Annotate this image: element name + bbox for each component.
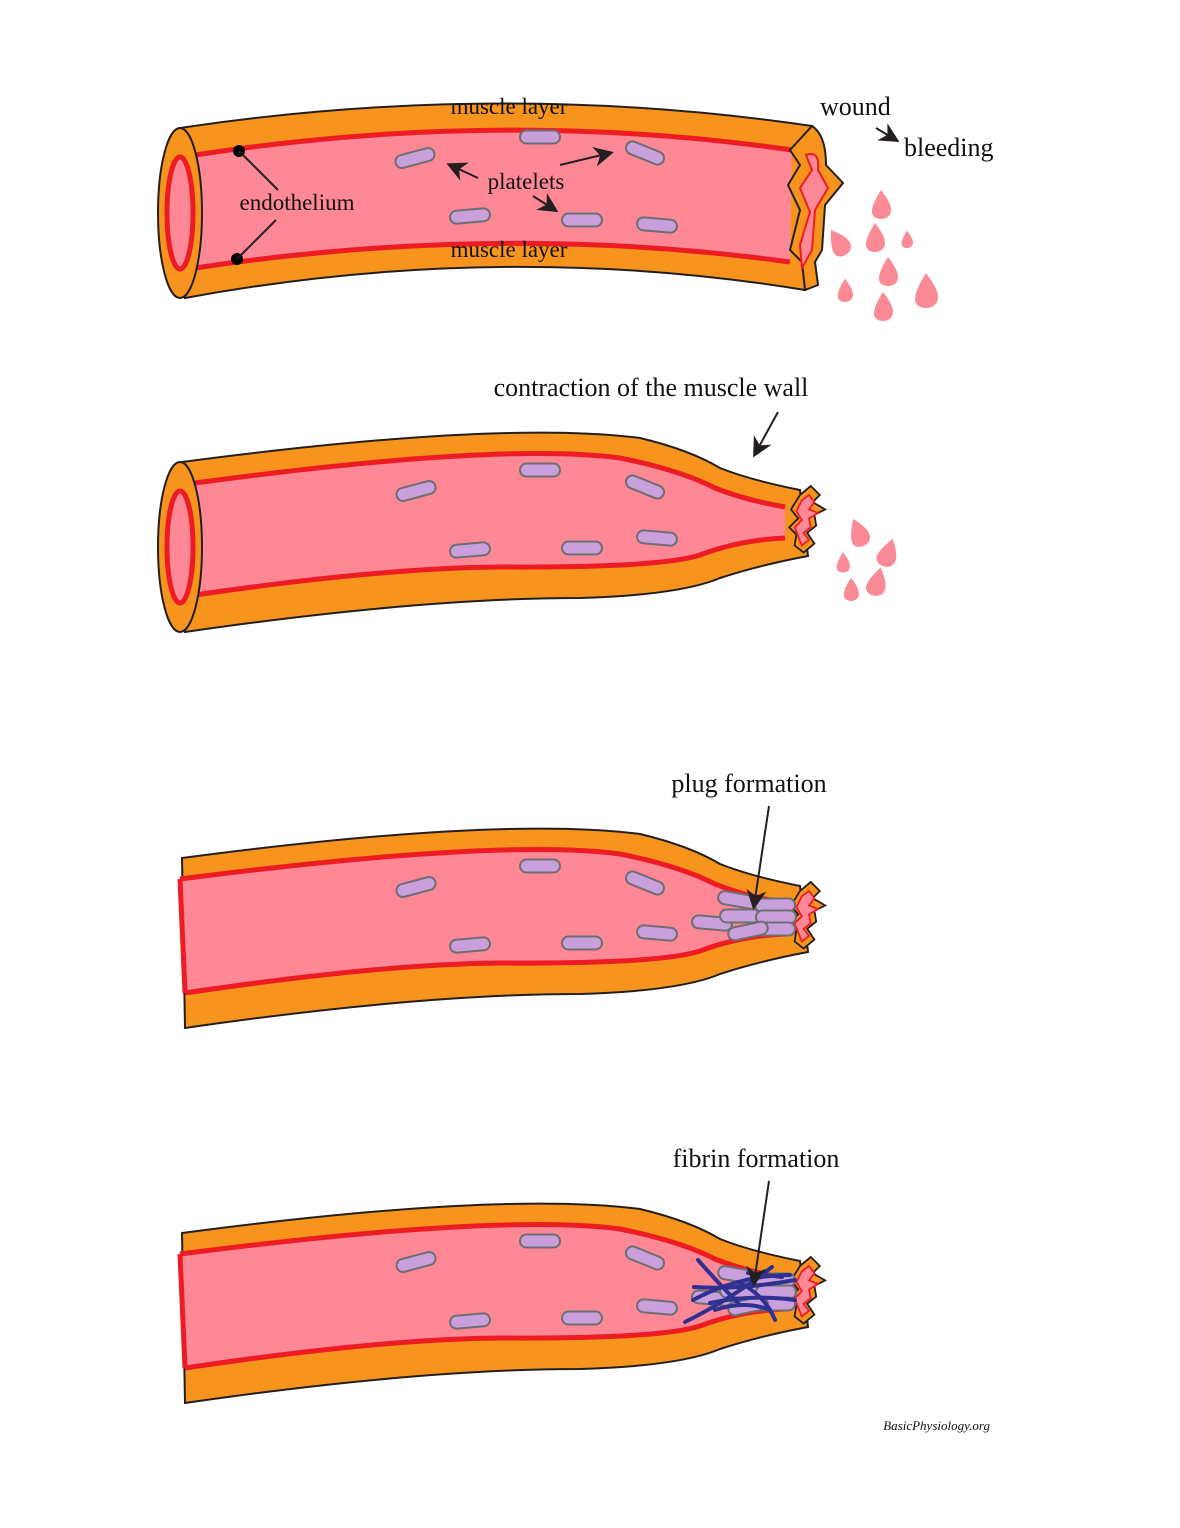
platelet bbox=[635, 1297, 679, 1317]
vessel-plug-formation: plug formation bbox=[177, 769, 827, 1030]
platelet bbox=[448, 540, 492, 560]
platelet bbox=[561, 540, 603, 556]
platelet bbox=[561, 1310, 603, 1326]
blood-drops bbox=[836, 515, 903, 601]
vessel-contraction: contraction of the muscle wall bbox=[157, 373, 903, 634]
platelet bbox=[519, 129, 561, 145]
blood-drop bbox=[871, 190, 891, 219]
label-muscle-layer-bottom: muscle layer bbox=[451, 237, 568, 262]
fibrin-strand bbox=[736, 1280, 777, 1322]
fibrin-strand bbox=[713, 1303, 772, 1312]
platelet bbox=[519, 462, 561, 478]
platelet bbox=[635, 528, 679, 548]
platelet bbox=[561, 212, 603, 228]
blood-drop bbox=[865, 223, 885, 252]
platelet bbox=[448, 206, 492, 226]
label-platelets: platelets bbox=[488, 169, 565, 194]
fibrin-strand bbox=[692, 1278, 797, 1290]
caption-contraction: contraction of the muscle wall bbox=[494, 373, 809, 402]
blood-drop bbox=[915, 273, 938, 308]
platelet bbox=[519, 858, 561, 874]
blood-drop bbox=[901, 230, 913, 248]
blood-drop bbox=[864, 565, 891, 599]
watermark: BasicPhysiology.org bbox=[883, 1418, 990, 1433]
label-bleeding: bleeding bbox=[904, 133, 994, 162]
blood-drop bbox=[837, 278, 853, 302]
vessel-intact-wounded: muscle layer muscle layer endothelium pl… bbox=[157, 92, 994, 321]
caption-plug-formation: plug formation bbox=[671, 769, 826, 798]
fibrin-strand bbox=[708, 1295, 797, 1305]
blood-drop bbox=[844, 515, 873, 550]
platelet bbox=[448, 935, 492, 955]
label-endothelium: endothelium bbox=[240, 190, 355, 215]
platelet bbox=[519, 1233, 561, 1249]
label-wound: wound bbox=[820, 92, 891, 121]
platelet bbox=[448, 1311, 492, 1331]
blood-drop bbox=[874, 535, 903, 570]
platelet bbox=[635, 923, 679, 943]
blood-drop bbox=[836, 552, 850, 573]
caption-fibrin-formation: fibrin formation bbox=[673, 1144, 840, 1173]
platelet bbox=[635, 215, 679, 235]
vessel-fibrin-formation: fibrin formation bbox=[177, 1144, 840, 1405]
platelet bbox=[719, 908, 761, 924]
blood-drop bbox=[878, 257, 898, 286]
label-muscle-layer-top: muscle layer bbox=[451, 94, 568, 119]
fibrin-strand bbox=[696, 1258, 742, 1307]
blood-drops bbox=[823, 190, 938, 321]
blood-drop bbox=[823, 224, 855, 260]
blood-drop bbox=[843, 577, 859, 601]
blood-drop bbox=[873, 292, 893, 321]
platelet bbox=[561, 935, 603, 951]
